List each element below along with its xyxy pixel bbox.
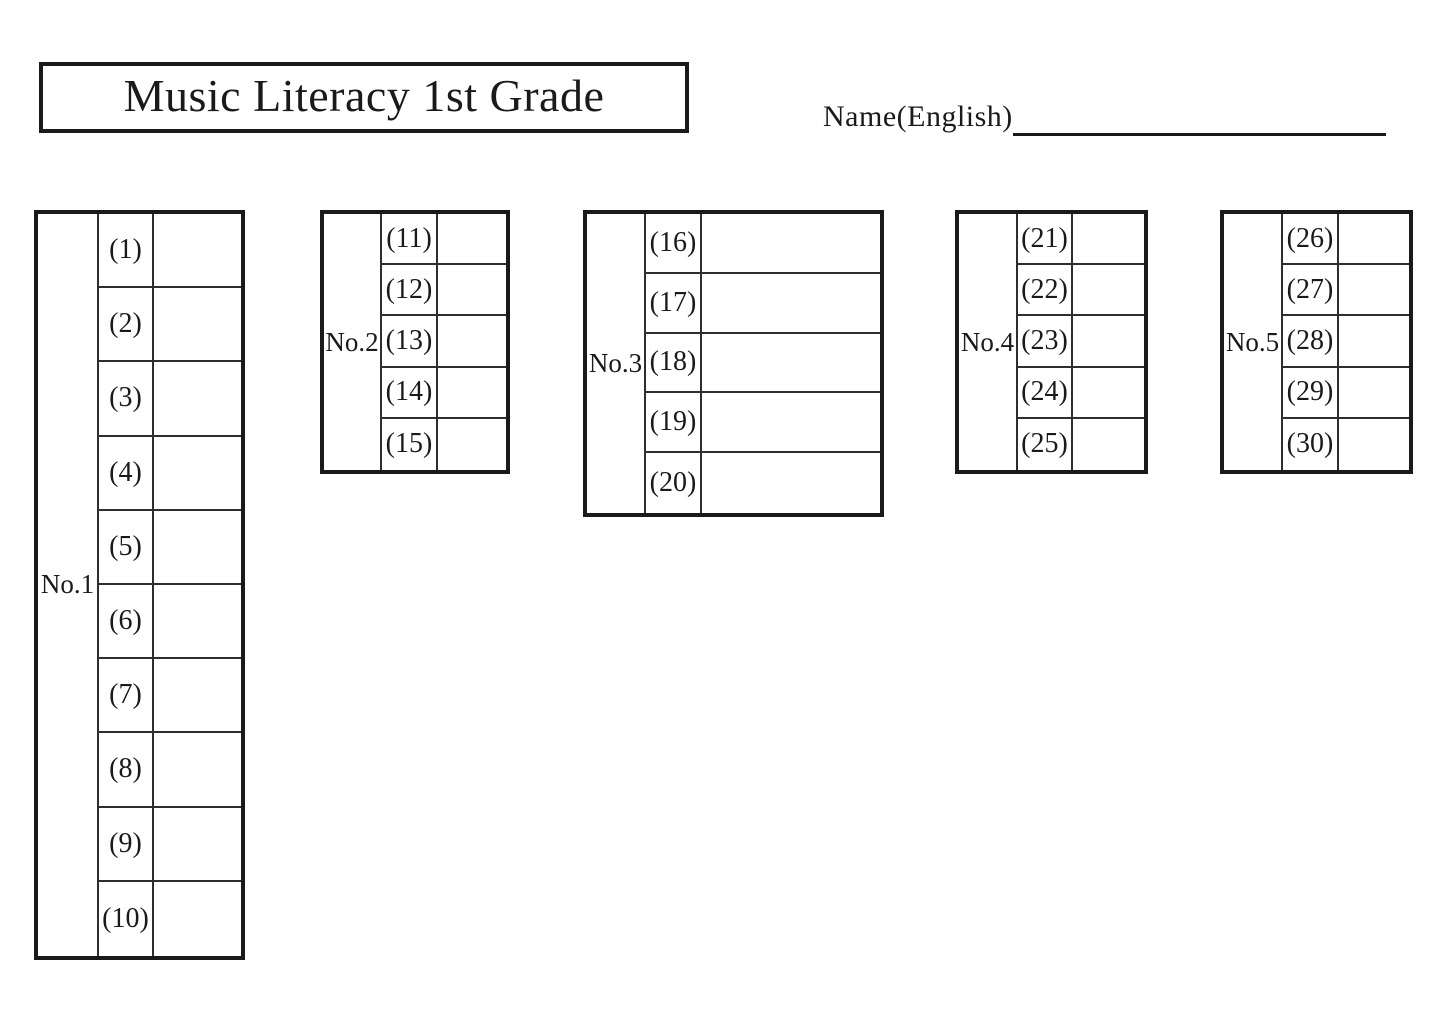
answer-cell-12[interactable] xyxy=(438,265,506,317)
answer-cell-16[interactable] xyxy=(702,214,880,274)
answer-cell-4[interactable] xyxy=(154,437,241,511)
question-number-13: (13) xyxy=(380,316,438,368)
question-number-7: (7) xyxy=(97,659,154,734)
question-number-22: (22) xyxy=(1016,265,1073,317)
question-number-14: (14) xyxy=(380,367,438,419)
answer-cell-30[interactable] xyxy=(1339,419,1409,470)
question-number-27: (27) xyxy=(1281,265,1339,317)
answer-cell-3[interactable] xyxy=(154,362,241,437)
table-no5-label: No.5 xyxy=(1225,326,1280,357)
answer-cell-19[interactable] xyxy=(702,393,880,454)
answer-cell-5[interactable] xyxy=(154,511,241,585)
answer-cell-17[interactable] xyxy=(702,274,880,334)
question-number-26: (26) xyxy=(1281,214,1339,266)
answer-cell-29[interactable] xyxy=(1339,368,1409,419)
question-number-10: (10) xyxy=(97,881,154,956)
question-number-16: (16) xyxy=(644,214,702,274)
question-number-8: (8) xyxy=(97,733,154,808)
question-number-9: (9) xyxy=(97,807,154,882)
answer-cell-6[interactable] xyxy=(154,585,241,660)
answer-table-no3: No.3 (16) (17) (18) (19) (20) xyxy=(583,210,884,517)
answer-cell-2[interactable] xyxy=(154,288,241,363)
question-number-11: (11) xyxy=(380,214,438,266)
answer-cell-28[interactable] xyxy=(1339,316,1409,368)
question-number-29: (29) xyxy=(1281,367,1339,419)
question-number-3: (3) xyxy=(97,362,154,437)
answer-table-no5: No.5 (26) (27) (28) (29) (30) xyxy=(1220,210,1413,474)
answer-cell-11[interactable] xyxy=(438,214,506,266)
answer-cell-20[interactable] xyxy=(702,453,880,513)
question-number-30: (30) xyxy=(1281,418,1339,470)
answer-cell-15[interactable] xyxy=(438,419,506,470)
answer-cell-1[interactable] xyxy=(154,214,241,289)
answer-cell-14[interactable] xyxy=(438,368,506,419)
question-number-15: (15) xyxy=(380,418,438,470)
question-number-24: (24) xyxy=(1016,367,1073,419)
name-blank-field[interactable] xyxy=(1012,98,1386,136)
answer-table-no1: No.1 (1) (2) (3) (4) (5) (6) (7) (8) (9)… xyxy=(34,210,245,960)
answer-table-no4: No.4 (21) (22) (23) (24) (25) xyxy=(955,210,1148,474)
question-number-2: (2) xyxy=(97,288,154,363)
answer-cell-23[interactable] xyxy=(1073,316,1144,368)
question-number-21: (21) xyxy=(1016,214,1073,266)
question-number-19: (19) xyxy=(644,393,702,454)
answer-cell-26[interactable] xyxy=(1339,214,1409,266)
title-box: Music Literacy 1st Grade xyxy=(39,62,689,133)
question-number-28: (28) xyxy=(1281,316,1339,368)
name-label: Name(English) xyxy=(823,100,1013,133)
answer-cell-10[interactable] xyxy=(154,882,241,956)
answer-cell-8[interactable] xyxy=(154,733,241,808)
question-number-23: (23) xyxy=(1016,316,1073,368)
answer-cell-24[interactable] xyxy=(1073,368,1144,419)
table-no3-label: No.3 xyxy=(588,347,643,378)
question-number-6: (6) xyxy=(97,584,154,660)
answer-cell-22[interactable] xyxy=(1073,265,1144,317)
question-number-18: (18) xyxy=(644,333,702,394)
answer-table-no2: No.2 (11) (12) (13) (14) (15) xyxy=(320,210,510,474)
answer-cell-21[interactable] xyxy=(1073,214,1144,266)
answer-cell-7[interactable] xyxy=(154,659,241,734)
answer-cell-18[interactable] xyxy=(702,334,880,394)
answer-cell-9[interactable] xyxy=(154,808,241,882)
question-number-20: (20) xyxy=(644,453,702,513)
answer-cell-13[interactable] xyxy=(438,316,506,368)
question-number-4: (4) xyxy=(97,436,154,511)
question-number-5: (5) xyxy=(97,510,154,585)
question-number-1: (1) xyxy=(97,214,154,289)
question-number-17: (17) xyxy=(644,273,702,334)
name-row: Name(English) xyxy=(823,98,1386,136)
question-number-25: (25) xyxy=(1016,418,1073,470)
table-no2-label: No.2 xyxy=(325,326,379,357)
page-title: Music Literacy 1st Grade xyxy=(123,69,605,121)
table-no4-label: No.4 xyxy=(960,326,1015,357)
answer-cell-25[interactable] xyxy=(1073,419,1144,470)
question-number-12: (12) xyxy=(380,265,438,317)
table-no1-label: No.1 xyxy=(40,569,95,600)
answer-cell-27[interactable] xyxy=(1339,265,1409,317)
